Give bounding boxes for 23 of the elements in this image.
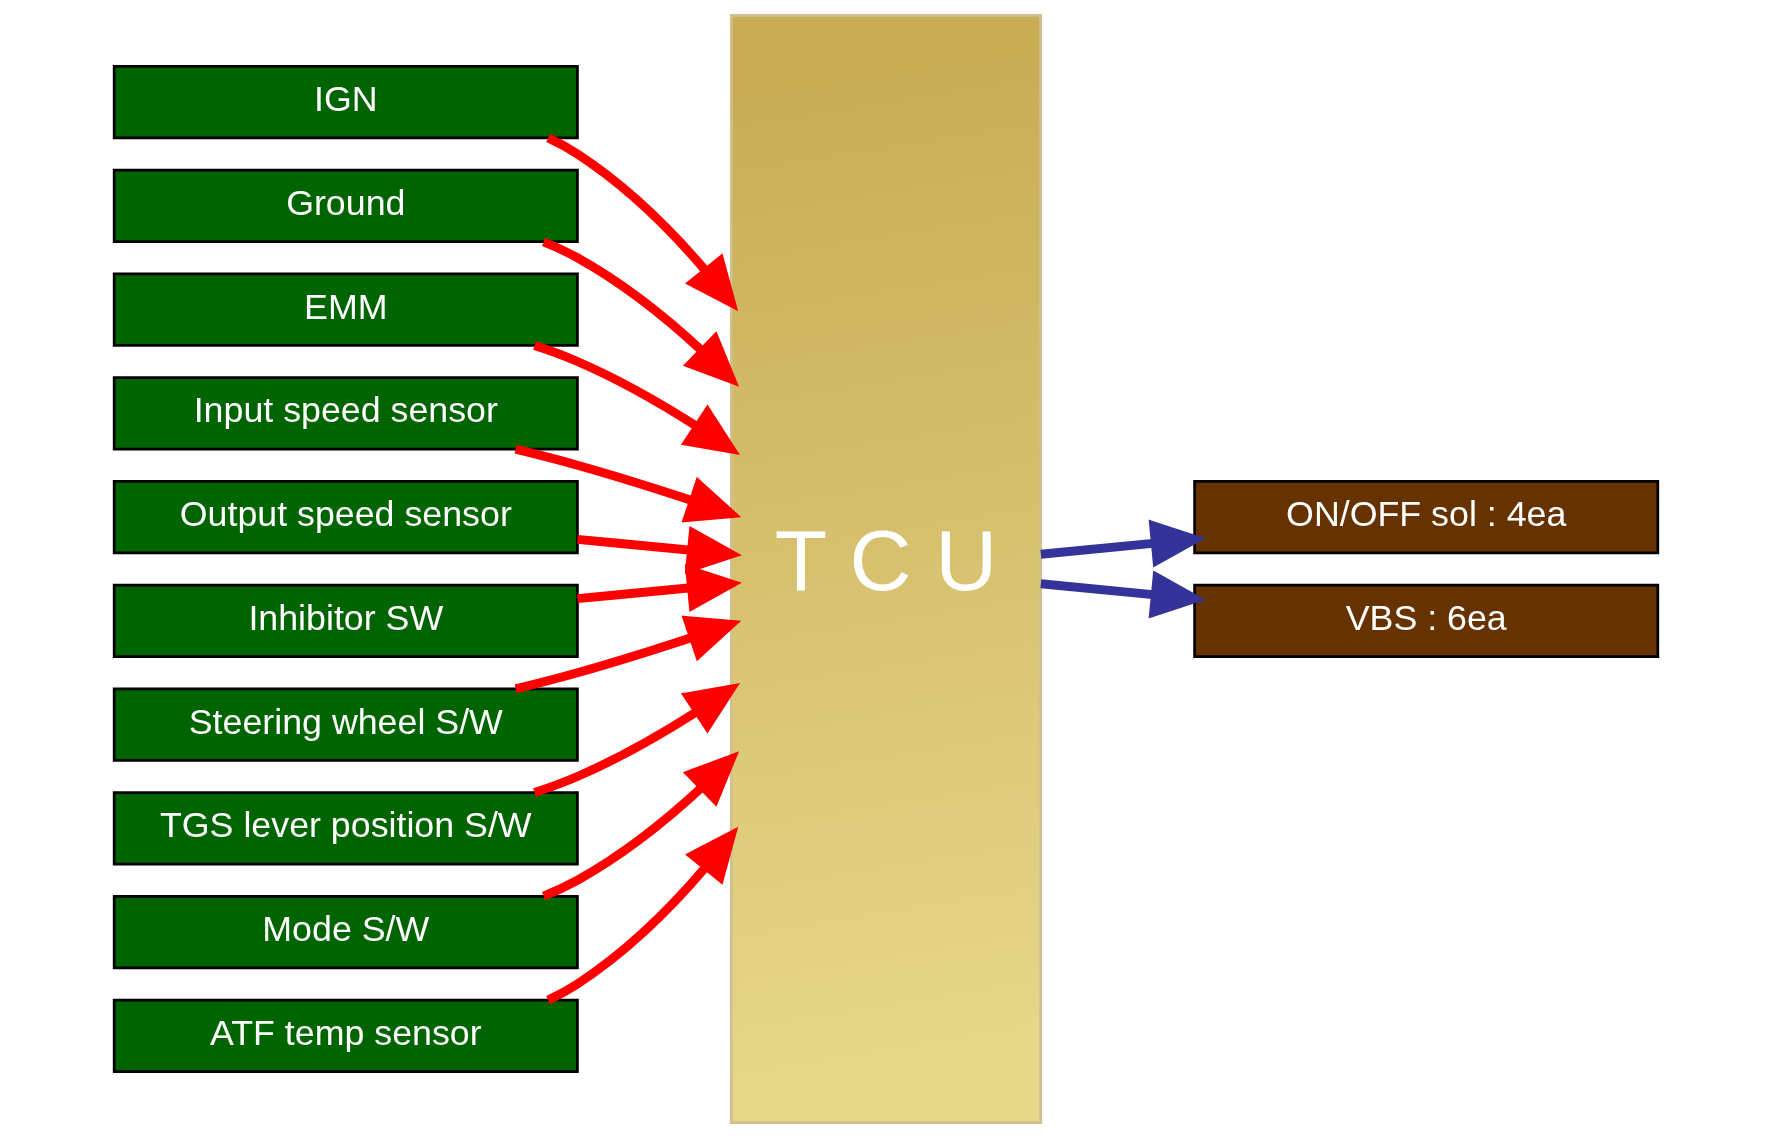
arrow	[532, 683, 740, 797]
arrow	[541, 237, 739, 387]
node-box: ON/OFF sol : 4ea	[1192, 480, 1659, 555]
node-box: Ground	[112, 168, 579, 243]
node-box: VBS : 6ea	[1192, 583, 1659, 658]
node-box: EMM	[112, 272, 579, 347]
arrow	[1039, 519, 1206, 568]
arrow	[576, 526, 742, 574]
arrow	[545, 826, 738, 1005]
node-box: Output speed sensor	[112, 480, 579, 555]
node-box: Input speed sensor	[112, 376, 579, 451]
node-box: Steering wheel S/W	[112, 687, 579, 762]
arrow	[532, 341, 740, 455]
node-box: Mode S/W	[112, 895, 579, 970]
node-box: Inhibitor SW	[112, 583, 579, 658]
node-box: TGS lever position S/W	[112, 791, 579, 866]
arrow	[541, 751, 739, 901]
node-box: T C U	[729, 14, 1042, 1124]
arrow	[1039, 570, 1206, 619]
arrow	[545, 133, 738, 312]
node-box: IGN	[112, 65, 579, 140]
node-box: ATF temp sensor	[112, 998, 579, 1073]
arrow	[576, 564, 742, 612]
